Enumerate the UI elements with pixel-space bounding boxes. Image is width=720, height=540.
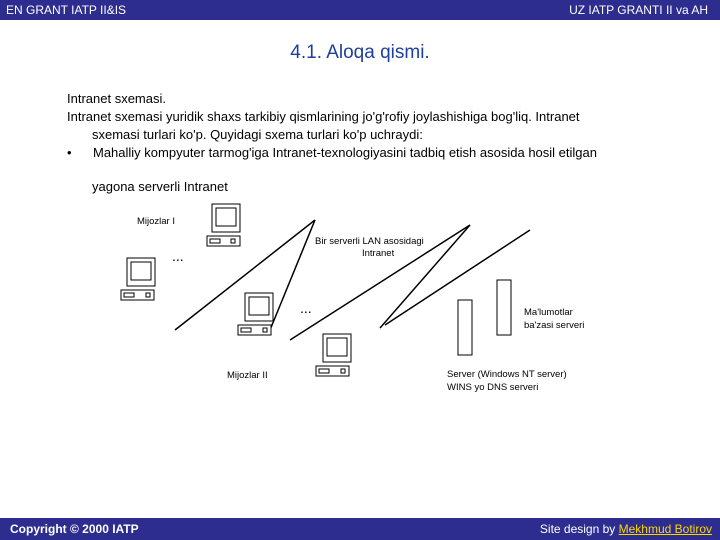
body-paragraph-line-1: Intranet sxemasi yuridik shaxs tarkibiy … xyxy=(67,109,580,124)
author-link[interactable]: Mekhmud Botirov xyxy=(618,522,712,536)
header-right-text: UZ IATP GRANTI II va AH xyxy=(569,3,708,17)
ellipsis-label: ... xyxy=(172,248,184,264)
bullet-icon: • xyxy=(67,145,72,160)
slide-title: 4.1. Aloqa qismi. xyxy=(290,42,430,63)
footer-bar: Copyright © 2000 IATP Site design by Mek… xyxy=(0,518,720,540)
body-text: Intranet sxemasi. Intranet sxemasi yurid… xyxy=(67,90,667,196)
header-bar: EN GRANT IATP II&IS UZ IATP GRANTI II va… xyxy=(0,0,720,20)
clients-group-1-label: Mijozlar I xyxy=(137,216,176,227)
computer-icon xyxy=(206,203,241,247)
header-left-text: EN GRANT IATP II&IS xyxy=(6,3,127,17)
server-computer-icon xyxy=(315,333,352,377)
body-last-line: yagona serverli Intranet xyxy=(92,179,228,194)
lan-label-line-2: Intranet xyxy=(362,248,395,259)
server-label-line-1: Server (Windows NT server) xyxy=(447,369,567,380)
site-credit: Site design by Mekhmud Botirov xyxy=(540,522,712,536)
bullet-text: Mahalliy kompyuter tarmog'iga Intranet-t… xyxy=(93,145,597,160)
db-label-line-2: ba'zasi serveri xyxy=(524,320,585,331)
computer-icon xyxy=(120,257,156,301)
body-paragraph-line-2: sxemasi turlari ko'p. Quyidagi sxema tur… xyxy=(92,127,423,142)
database-server-icon xyxy=(457,299,473,356)
lan-label-line-1: Bir serverli LAN asosidagi xyxy=(315,236,424,247)
db-label-line-1: Ma'lumotlar xyxy=(524,307,573,318)
body-heading: Intranet sxemasi. xyxy=(67,91,166,106)
bullet-item: • Mahalliy kompyuter tarmog'iga Intranet… xyxy=(67,144,667,162)
site-credit-prefix: Site design by xyxy=(539,522,619,536)
database-server-icon xyxy=(496,279,512,336)
copyright-text: Copyright © 2000 IATP xyxy=(10,522,139,536)
network-lines xyxy=(174,219,531,341)
clients-group-2-label: Mijozlar II xyxy=(227,370,268,381)
server-label-line-2: WINS yo DNS serveri xyxy=(447,382,539,393)
computer-icon xyxy=(237,292,274,336)
ellipsis-label: ... xyxy=(300,300,312,316)
